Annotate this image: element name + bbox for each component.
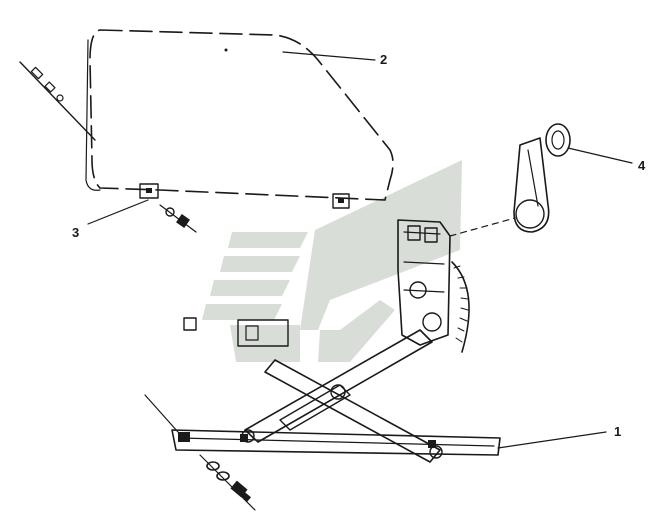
regulator-gear-assembly <box>397 219 470 353</box>
callout-3: 3 <box>72 225 79 240</box>
callout-2: 2 <box>380 52 387 67</box>
window-crank-handle <box>513 123 571 233</box>
crank-axis-line <box>449 217 516 237</box>
bottom-fasteners <box>199 454 256 511</box>
rod-assembly <box>19 61 96 141</box>
callout-4: 4 <box>638 158 646 173</box>
glass-clip-right <box>332 193 350 209</box>
leader-line-4 <box>567 147 633 164</box>
callout-1: 1 <box>614 424 621 439</box>
leader-line-1 <box>497 431 607 449</box>
watermark-logo <box>202 160 462 362</box>
leader-line-3 <box>87 199 149 225</box>
scissor-arms <box>183 317 443 463</box>
leader-lines <box>87 51 633 449</box>
lower-channel-rail <box>144 394 501 456</box>
clip-bolt <box>159 204 197 233</box>
leader-line-2 <box>282 51 376 61</box>
glass-clip-left <box>139 183 159 199</box>
window-glass <box>85 29 394 201</box>
